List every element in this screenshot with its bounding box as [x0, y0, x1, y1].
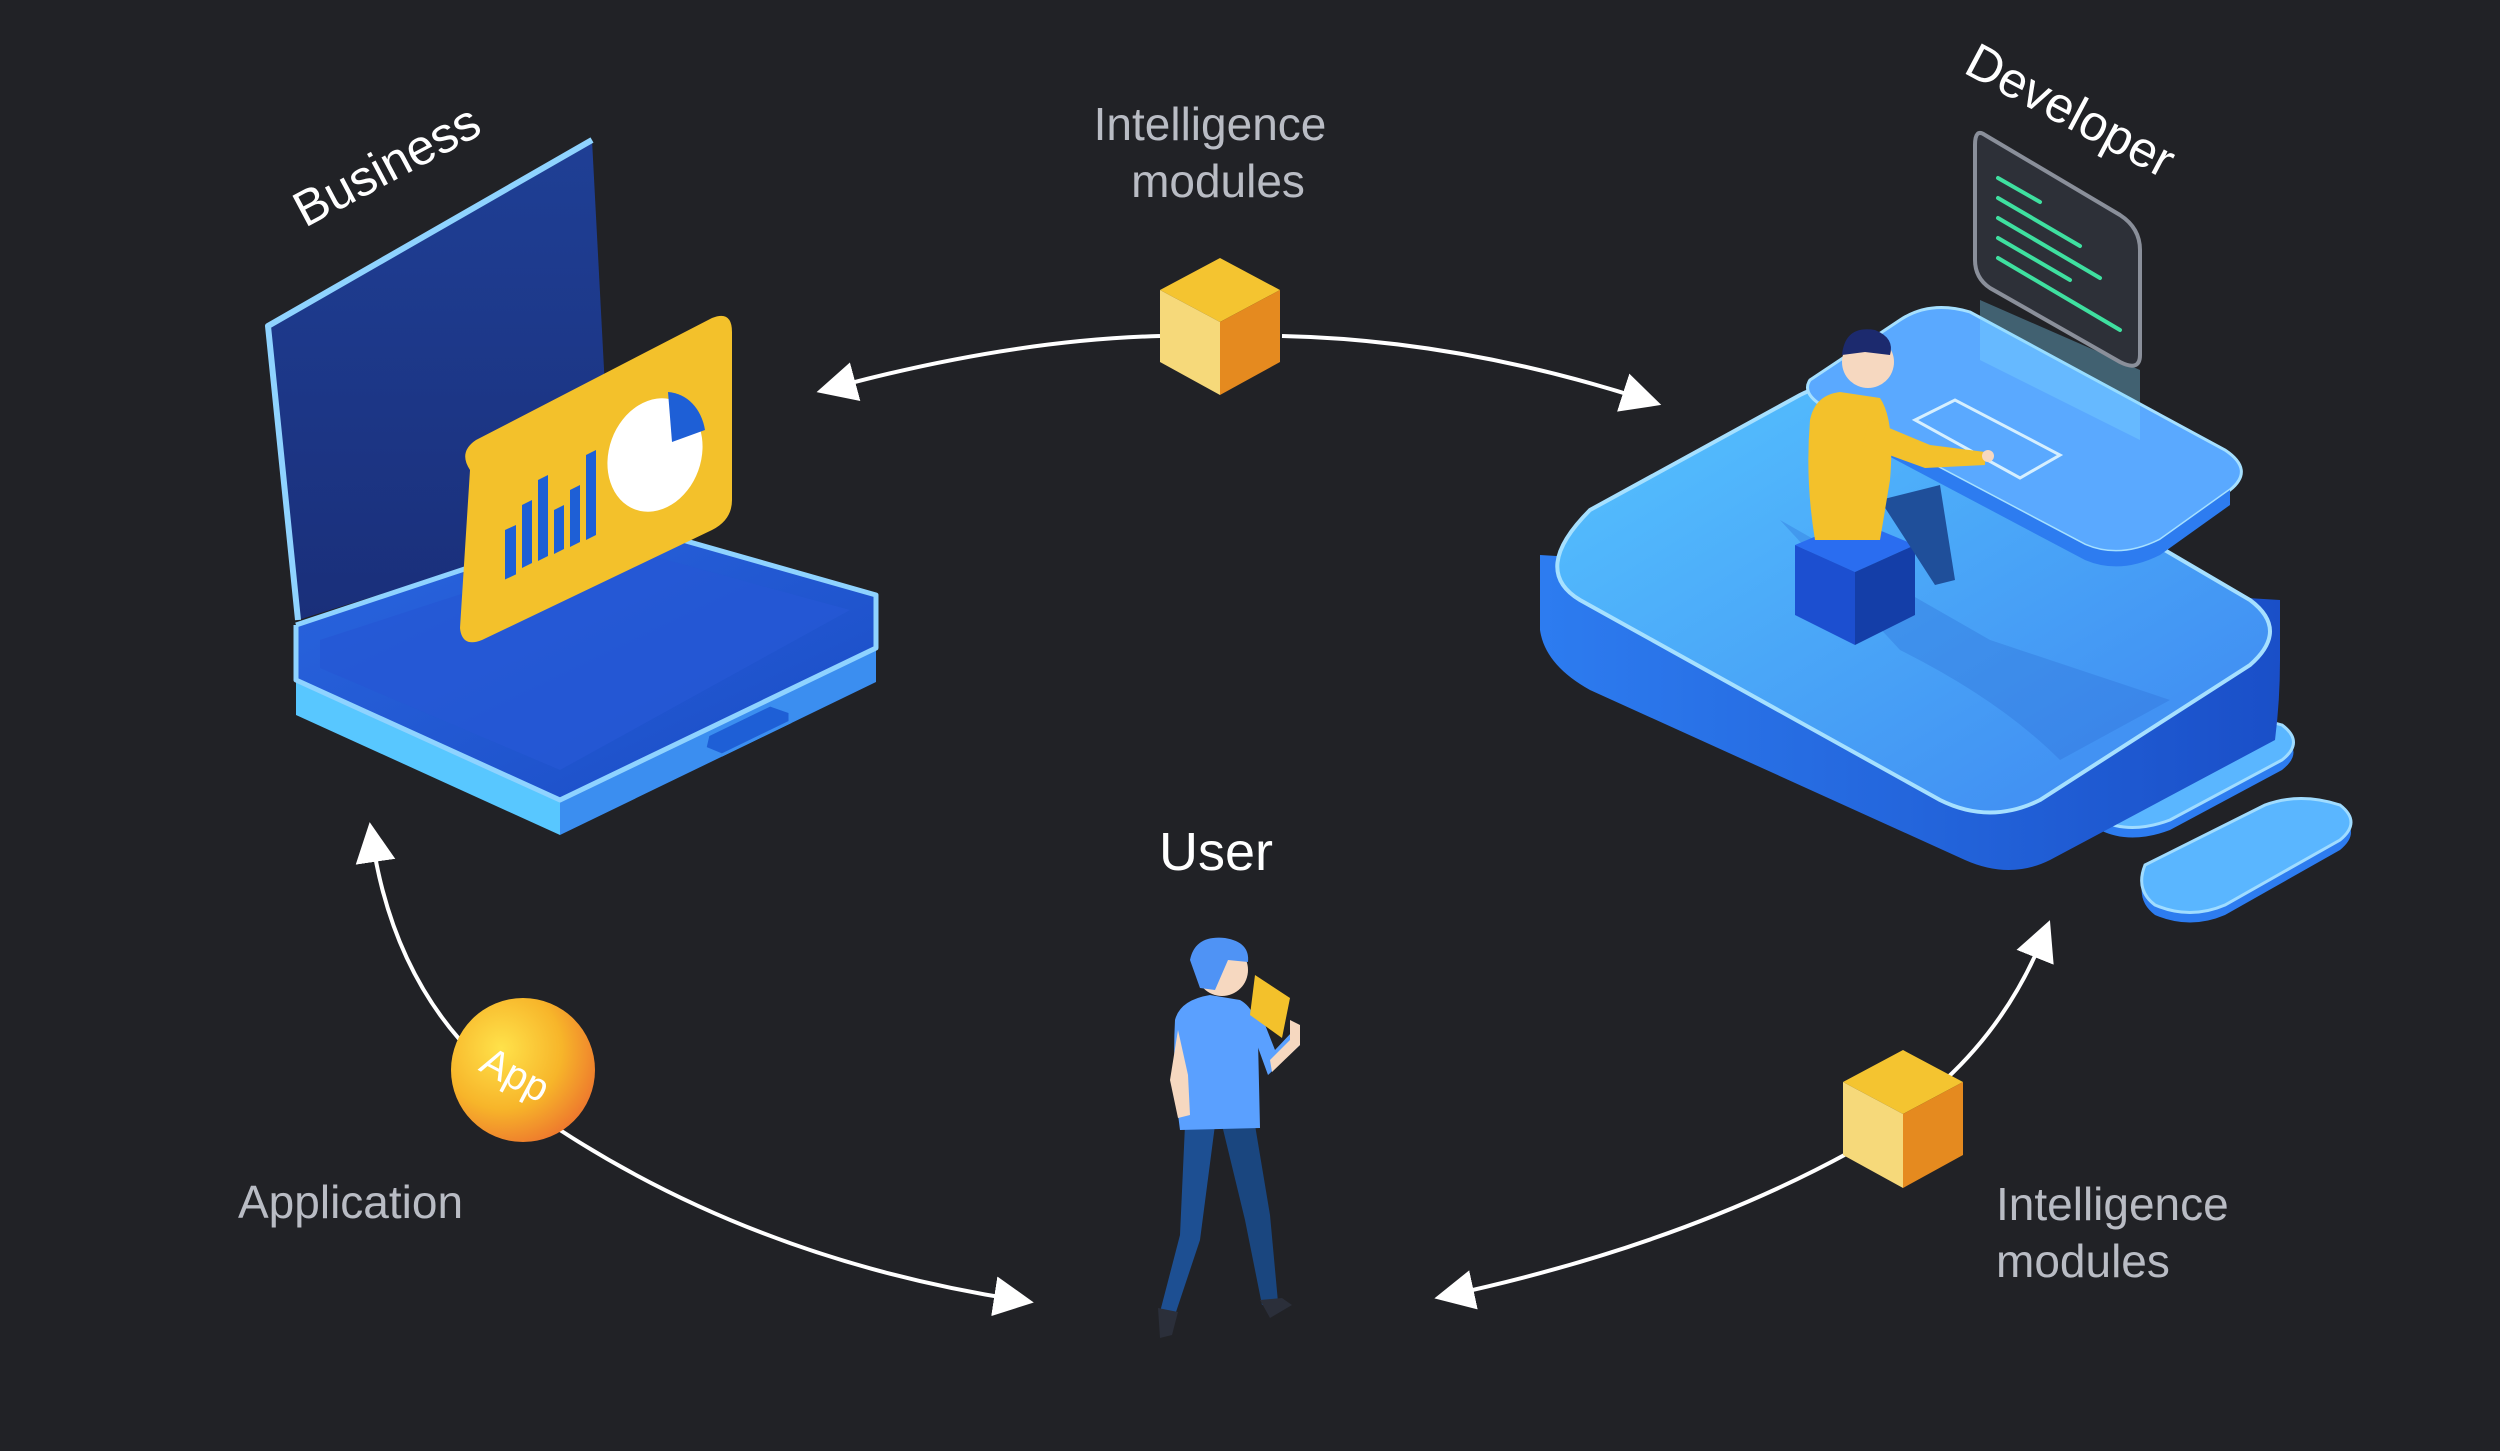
- top-modules-line1: Intelligence: [1094, 98, 1327, 150]
- code-screen: [1973, 131, 2142, 368]
- walking-person-icon: [1158, 937, 1300, 1338]
- application-label: Application: [238, 1176, 463, 1228]
- side-pad: [2140, 797, 2353, 923]
- briefcase-dashboard-icon: [265, 137, 879, 835]
- arrow-top-right: [1281, 334, 1662, 412]
- arrow-to-developer: [1943, 920, 2054, 1082]
- arrow-to-user-right: [1434, 1150, 1851, 1310]
- pie-chart-icon: [607, 392, 705, 512]
- user-label: User: [1159, 822, 1273, 882]
- developer-person: [1808, 329, 1994, 585]
- bottom-modules-line2: modules: [1996, 1235, 2170, 1287]
- bar-chart-icon: [505, 450, 596, 575]
- developer-desk-icon: [1540, 131, 2353, 923]
- arrow-top-left: [816, 334, 1161, 402]
- top-modules-line2: modules: [1131, 155, 1305, 207]
- cube-icon: [1160, 258, 1280, 395]
- arrow-to-user-left: [558, 1128, 1034, 1317]
- app-sphere-icon: App: [451, 998, 595, 1142]
- bottom-modules-line1: Intelligence: [1996, 1178, 2229, 1230]
- cube-icon: [1843, 1050, 1963, 1188]
- arrow-to-business: [355, 822, 462, 1042]
- dashboard-card: [460, 315, 732, 643]
